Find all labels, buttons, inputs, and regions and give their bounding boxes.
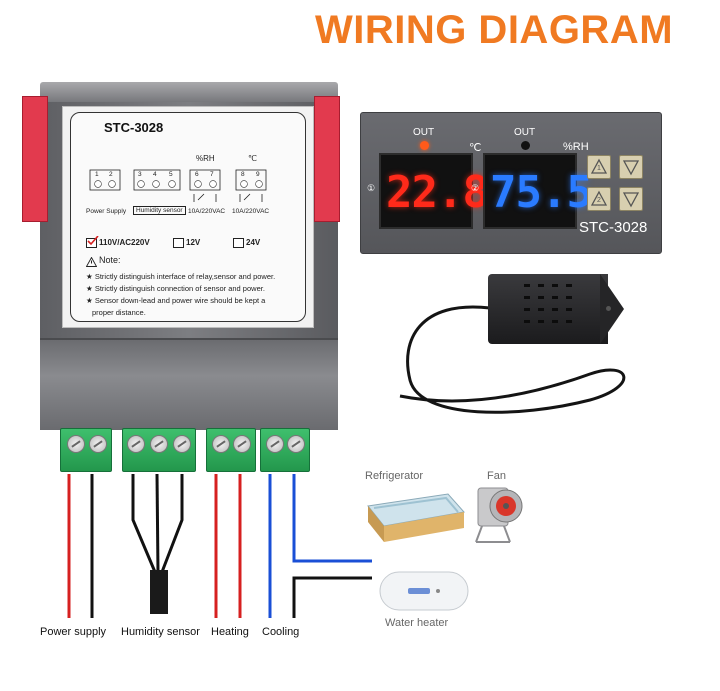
device-label-fan: Fan (487, 470, 506, 482)
note-line-2: ★ Strictly distinguish connection of sen… (86, 284, 265, 293)
temperature-display: 22.8 (379, 153, 489, 229)
sensor-hole (606, 306, 611, 311)
warning-icon (85, 254, 98, 272)
out-label-right: OUT (514, 127, 536, 138)
note-title: Note: (99, 255, 121, 265)
caption-humidity-sensor: Humidity sensor (121, 626, 200, 638)
page-title: WIRING DIAGRAM (314, 8, 674, 52)
mounting-clip-right (314, 96, 340, 222)
terminal-number-3: 3 (138, 171, 142, 178)
terminal-number-6: 6 (195, 171, 199, 178)
sensor-cable-jacket (150, 570, 168, 614)
voltage-checkbox-110v (86, 236, 99, 248)
terminal-number-8: 8 (241, 171, 245, 178)
out-indicator-left (420, 141, 429, 150)
water-heater-icon (379, 571, 469, 611)
terminal-number-4: 4 (153, 171, 157, 178)
out-indicator-right (521, 141, 530, 150)
terminal-number-1: 1 (95, 171, 99, 178)
sensor-vent-slots (524, 284, 572, 323)
terminal-screw (212, 435, 230, 453)
refrigerator-icon (367, 493, 465, 542)
terminal-number-2: 2 (109, 171, 113, 178)
voltage-checkbox-12v (173, 238, 184, 248)
wire-cooling-blue-right (292, 474, 372, 563)
caption-heating: Heating (211, 626, 249, 638)
terminal-schematic (89, 169, 267, 202)
temperature-reading: 22.8 (386, 167, 489, 218)
wire-sensor-3 (160, 474, 184, 573)
terminal-block-sensor (122, 428, 196, 472)
key-mark-2: 2 (597, 197, 601, 204)
humidity-display: 75.5 (483, 153, 593, 229)
controller-lower-housing (40, 338, 338, 430)
mounting-clip-left (22, 96, 48, 222)
note-line-1: ★ Strictly distinguish interface of rela… (86, 272, 276, 281)
up-triangle-icon (590, 158, 608, 174)
label-model: STC-3028 (104, 120, 164, 135)
down-triangle-icon (622, 192, 640, 208)
fan-icon (475, 487, 523, 543)
label-relay1-rating: 10A/220VAC (188, 208, 226, 215)
caption-power-supply: Power supply (40, 626, 107, 638)
voltage-option-12v: 12V (186, 238, 201, 247)
terminal-block-power (60, 428, 112, 472)
note-line-3: ★ Sensor down-lead and power wire should… (86, 296, 266, 305)
terminal-block-cooling (260, 428, 310, 472)
terminal-screw (67, 435, 85, 453)
terminal-number-9: 9 (256, 171, 260, 178)
label-power-supply: Power Supply (86, 208, 127, 215)
caption-cooling: Cooling (262, 626, 300, 638)
down-key-1[interactable] (619, 155, 643, 179)
down-triangle-icon (622, 160, 640, 176)
terminal-label (70, 112, 306, 322)
terminal-screw (89, 435, 107, 453)
display-model: STC-3028 (579, 219, 648, 236)
up-key-1[interactable]: 1 (587, 155, 611, 179)
label-relay2-rating: 10A/220VAC (232, 208, 270, 215)
voltage-option-110v: 110V/AC220V (99, 238, 150, 247)
note-line-4: proper distance. (92, 308, 146, 317)
display-rh-unit: %RH (563, 141, 589, 153)
terminal-screw (150, 435, 168, 453)
up-key-2[interactable]: 2 (587, 187, 611, 211)
sensor-cable (399, 305, 626, 414)
voltage-option-24v: 24V (246, 238, 261, 247)
humidity-sensor-probe (488, 274, 608, 344)
checkmark-icon (87, 236, 99, 246)
sensor-probe-tip (600, 274, 624, 344)
note-text-1: Strictly distinguish interface of relay,… (94, 272, 276, 281)
wire-sensor-2 (155, 473, 160, 573)
note-text-2: Strictly distinguish connection of senso… (94, 284, 265, 293)
controller-top-edge (40, 82, 338, 102)
label-temp-unit: ℃ (248, 154, 257, 163)
out-label-left: OUT (413, 127, 435, 138)
terminal-number-7: 7 (210, 171, 214, 178)
humidity-reading: 75.5 (490, 167, 593, 218)
key-mark-1: 1 (597, 165, 601, 172)
display-marker-2: ② (471, 183, 480, 193)
label-humidity-sensor: Humidity sensor (133, 206, 186, 215)
note-text-3: Sensor down-lead and power wire should b… (94, 296, 266, 305)
device-label-refrigerator: Refrigerator (365, 470, 424, 482)
terminal-screw (266, 435, 284, 453)
terminal-screw (173, 435, 191, 453)
terminal-screw (287, 435, 305, 453)
terminal-screw (127, 435, 145, 453)
terminal-block-heating (206, 428, 256, 472)
down-key-2[interactable] (619, 187, 643, 211)
controller-front-panel: OUT OUT ℃ %RH ① 22.8 ② 75.5 1 2 STC-3028 (360, 112, 662, 254)
label-rh-unit: %RH (196, 154, 215, 163)
display-temp-unit: ℃ (469, 142, 482, 154)
up-triangle-icon (590, 190, 608, 206)
terminal-screw (233, 435, 251, 453)
terminal-number-5: 5 (169, 171, 173, 178)
device-label-water-heater: Water heater (385, 617, 449, 629)
voltage-checkbox-24v (233, 238, 244, 248)
wire-sensor-1 (131, 474, 157, 573)
wire-cooling-black (292, 576, 372, 618)
display-marker-1: ① (367, 183, 376, 193)
